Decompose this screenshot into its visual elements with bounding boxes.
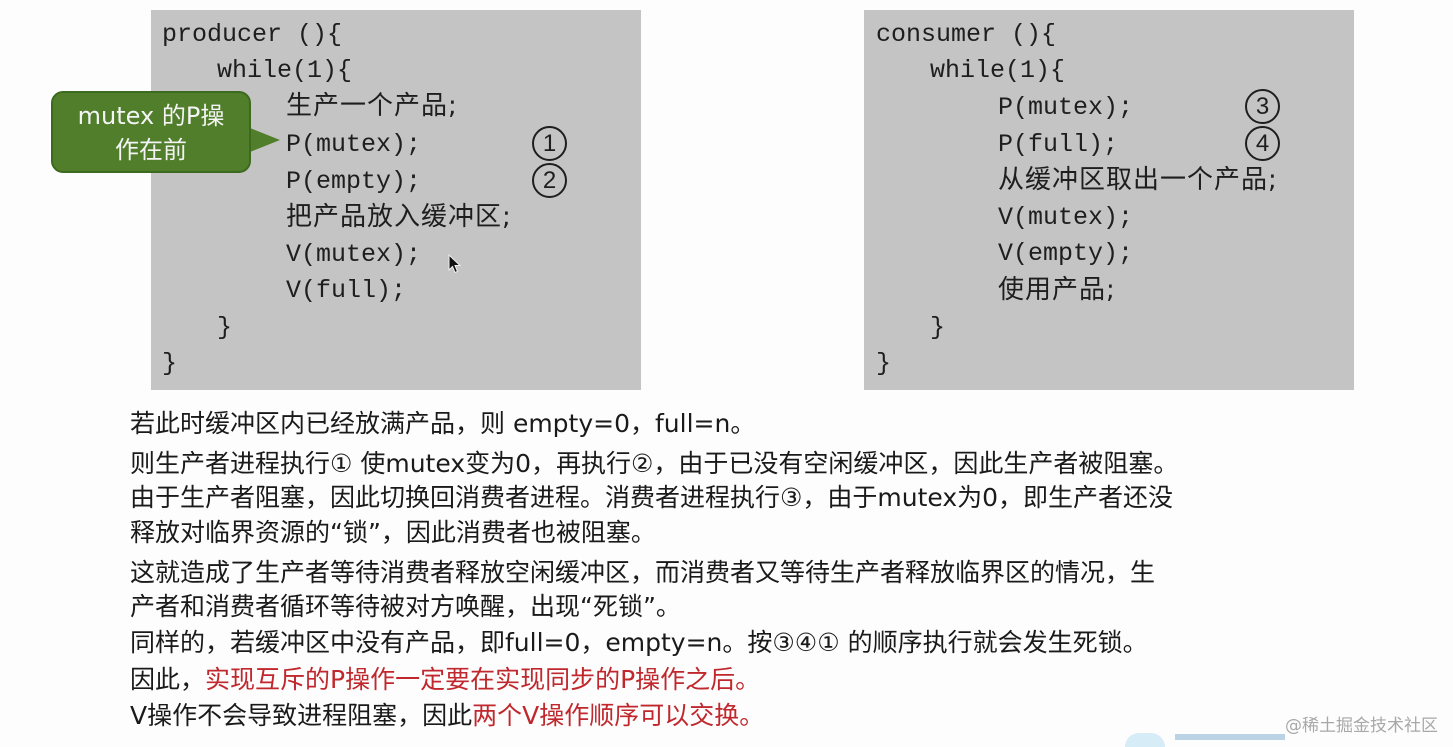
text: V操作不会导致进程阻塞，因此 bbox=[130, 701, 473, 730]
code-line: V(full); bbox=[286, 276, 407, 305]
step-marker-4: 4 bbox=[1245, 126, 1280, 161]
explanation-line-7: 同样的，若缓冲区中没有产品，即full=0，empty=n。按③④① 的顺序执行… bbox=[130, 628, 1148, 657]
code-line: consumer (){ bbox=[876, 20, 1057, 49]
code-line: while(1){ bbox=[930, 56, 1066, 85]
code-line: P(mutex); bbox=[286, 130, 422, 159]
code-line: V(mutex); bbox=[998, 203, 1134, 232]
code-line: producer (){ bbox=[162, 20, 343, 49]
step-marker-3: 3 bbox=[1245, 89, 1280, 124]
callout-line-2: 作在前 bbox=[115, 136, 187, 164]
explanation-line-9: V操作不会导致进程阻塞，因此两个V操作顺序可以交换。 bbox=[130, 698, 764, 734]
step-marker-1: 1 bbox=[532, 126, 567, 161]
code-line: 从缓冲区取出一个产品; bbox=[998, 165, 1278, 195]
explanation-line-5: 这就造成了生产者等待消费者释放空闲缓冲区，而消费者又等待生产者释放临界区的情况，… bbox=[130, 558, 1156, 587]
explanation-line-1: 若此时缓冲区内已经放满产品，则 empty=0，full=n。 bbox=[130, 409, 756, 438]
code-line: V(mutex); bbox=[286, 240, 422, 269]
code-line: while(1){ bbox=[217, 56, 353, 85]
consumer-code-panel: consumer (){ while(1){ P(mutex); P(full)… bbox=[864, 10, 1354, 390]
highlighted-text: 实现互斥的P操作一定要在实现同步的P操作之后。 bbox=[205, 665, 761, 694]
mouse-cursor-icon bbox=[448, 254, 462, 274]
explanation-line-2: 则生产者进程执行① 使mutex变为0，再执行②，由于已没有空闲缓冲区，因此生产… bbox=[130, 449, 1179, 478]
producer-code-panel: producer (){ while(1){ 生产一个产品; P(mutex);… bbox=[151, 10, 641, 390]
callout-tail bbox=[250, 128, 280, 152]
watermark: @稀土掘金技术社区 bbox=[1285, 716, 1438, 736]
explanation-line-4: 释放对临界资源的“锁”，因此消费者也被阻塞。 bbox=[130, 518, 656, 547]
step-marker-2: 2 bbox=[532, 163, 567, 198]
code-line: P(full); bbox=[998, 130, 1119, 159]
code-line: } bbox=[217, 313, 233, 342]
callout-line-1: mutex 的P操 bbox=[77, 102, 225, 130]
explanation-line-6: 产者和消费者循环等待被对方唤醒，出现“死锁”。 bbox=[130, 592, 681, 621]
code-line: P(mutex); bbox=[998, 93, 1134, 122]
cropped-logo-icon bbox=[1125, 733, 1165, 747]
explanation-line-8: 因此，实现互斥的P操作一定要在实现同步的P操作之后。 bbox=[130, 662, 760, 698]
explanation-line-3: 由于生产者阻塞，因此切换回消费者进程。消费者进程执行③，由于mutex为0，即生… bbox=[130, 483, 1174, 512]
callout-bubble: mutex 的P操 作在前 bbox=[51, 91, 251, 173]
code-line: P(empty); bbox=[286, 167, 422, 196]
highlighted-text: 两个V操作顺序可以交换。 bbox=[472, 701, 765, 730]
code-line: } bbox=[162, 349, 178, 378]
code-line: } bbox=[930, 313, 946, 342]
code-line: 使用产品; bbox=[998, 275, 1116, 305]
code-line: 生产一个产品; bbox=[286, 91, 458, 121]
code-line: 把产品放入缓冲区; bbox=[286, 202, 512, 232]
code-line: V(empty); bbox=[998, 239, 1134, 268]
text: 因此， bbox=[130, 665, 206, 694]
cropped-text bbox=[1175, 734, 1285, 740]
code-line: } bbox=[876, 349, 892, 378]
